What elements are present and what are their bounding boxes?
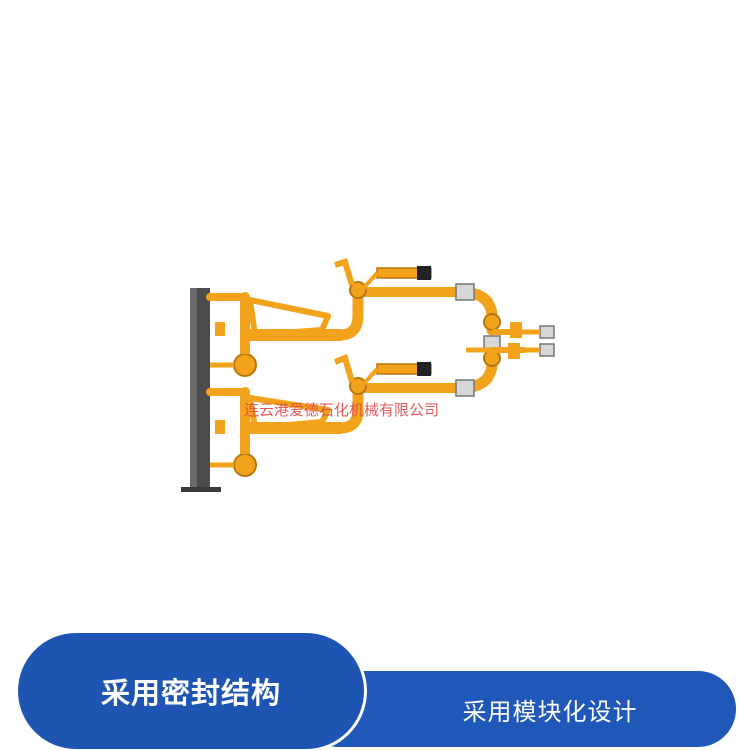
- upper-arm: [206, 284, 498, 350]
- left-banner: [18, 633, 364, 749]
- nozzles: [466, 322, 555, 359]
- company-watermark: 连云港爱德石化机械有限公司: [244, 401, 440, 419]
- swivel-joints: [233, 281, 501, 477]
- couplers: [455, 283, 501, 397]
- loading-arm-illustration: [181, 258, 555, 492]
- column-valves: [210, 322, 234, 468]
- support-column: [181, 288, 221, 492]
- left-banner-label: 采用密封结构: [100, 676, 281, 710]
- hydraulic-cylinders: [333, 258, 432, 388]
- right-banner: [300, 671, 736, 747]
- right-banner-label: 采用模块化设计: [462, 697, 638, 726]
